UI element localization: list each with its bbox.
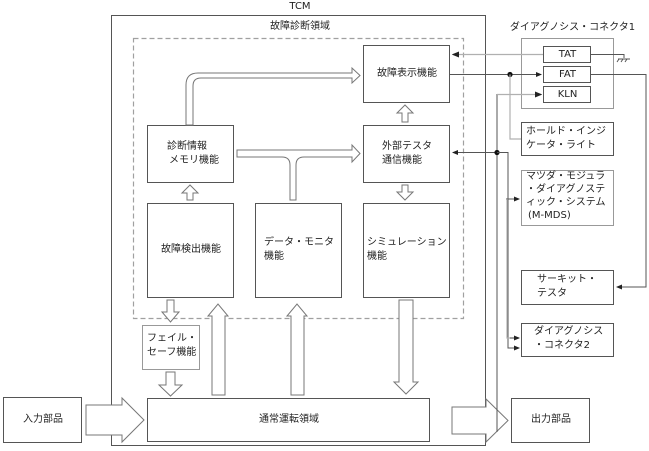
simulation-label-2: 機能	[367, 251, 387, 262]
arrow-failsafe-to-normal	[157, 371, 184, 397]
input-parts-label: 入力部品	[23, 414, 63, 425]
arrow-tester-to-simulation	[395, 184, 415, 201]
mmds-label-3: ィック・システム	[526, 197, 606, 208]
ground-icon	[616, 58, 630, 63]
connector2-box	[521, 323, 614, 357]
circuit-tester-label-2: テスタ	[537, 288, 567, 299]
connector1-title: ダイアグノシス・コネクタ1	[509, 22, 636, 33]
output-parts-label: 出力部品	[531, 414, 571, 425]
wire-connector2-b	[497, 152, 520, 351]
pin-kln: KLN	[557, 89, 578, 100]
fault-display-label: 故障表示機能	[377, 68, 437, 79]
failsafe-label-2: セーフ機能	[147, 347, 197, 358]
arrow-normal-to-monitor	[285, 303, 309, 396]
diag-memory-label-1: 診断情報	[167, 141, 207, 152]
data-monitor-box	[255, 203, 342, 298]
failsafe-label-1: フェイル・	[147, 333, 197, 344]
arrow-tester-to-display	[395, 104, 415, 123]
mmds-box	[521, 170, 614, 226]
external-tester-label-1: 外部テスタ	[382, 141, 432, 152]
fault-detection-label: 故障検出機能	[161, 244, 221, 255]
diag-memory-label-2: メモリ機能	[169, 155, 219, 166]
arrow-normal-to-detection	[206, 303, 230, 396]
hold-indicator-box	[521, 122, 614, 156]
pin-tat: TAT	[558, 49, 577, 60]
external-tester-box	[363, 125, 450, 183]
output-parts-box	[511, 398, 590, 443]
circuit-tester-box	[521, 270, 614, 305]
arrow-input-to-normal	[85, 396, 145, 444]
arrow-normal-to-output	[451, 397, 509, 444]
diag-region-box	[132, 37, 465, 320]
connector2-label-1: ダイアグノシス	[534, 326, 604, 337]
tcm-label: TCM	[289, 1, 311, 12]
hold-indicator-label-2: ケータ・ライト	[526, 140, 596, 151]
arrow-detection-to-memory	[180, 184, 200, 201]
input-parts-box	[3, 397, 82, 443]
wire-hold	[509, 74, 521, 140]
wire-mmds	[506, 199, 519, 339]
normal-operation-label: 通常運転領域	[259, 414, 319, 425]
circuit-tester-label-1: サーキット・	[537, 274, 597, 285]
wire-tat-ground	[590, 54, 625, 58]
normal-operation-box	[147, 398, 430, 442]
mmds-label-1: マツダ・モジュラ	[526, 171, 606, 182]
simulation-label-1: シミュレーション	[367, 237, 447, 248]
failsafe-box	[142, 325, 200, 370]
arrow-simulation-to-normal	[392, 299, 420, 395]
pin-kln-box	[543, 86, 591, 103]
fault-display-box	[363, 45, 450, 103]
tcm-box	[111, 15, 486, 446]
arrow-memory-to-display	[185, 66, 361, 126]
simulation-box	[363, 203, 450, 298]
pin-fat: FAT	[558, 69, 576, 80]
fault-detection-box	[147, 203, 234, 298]
mmds-label-4: (M-MDS)	[528, 210, 571, 221]
arrow-detection-to-failsafe	[160, 299, 181, 323]
wire-circuit-tester	[590, 74, 647, 290]
connector2-label-2: ・コネクタ2	[534, 340, 590, 351]
diag-region-label: 故障診断領域	[270, 21, 330, 32]
arrow-memory-to-tester	[236, 143, 361, 201]
external-tester-label-2: 通信機能	[382, 155, 422, 166]
hold-indicator-label-1: ホールド・インジ	[526, 126, 606, 137]
mmds-label-2: ・ダイアグノステ	[526, 184, 606, 195]
data-monitor-label-2: 機能	[264, 251, 284, 262]
data-monitor-label-1: データ・モニタ	[264, 237, 334, 248]
